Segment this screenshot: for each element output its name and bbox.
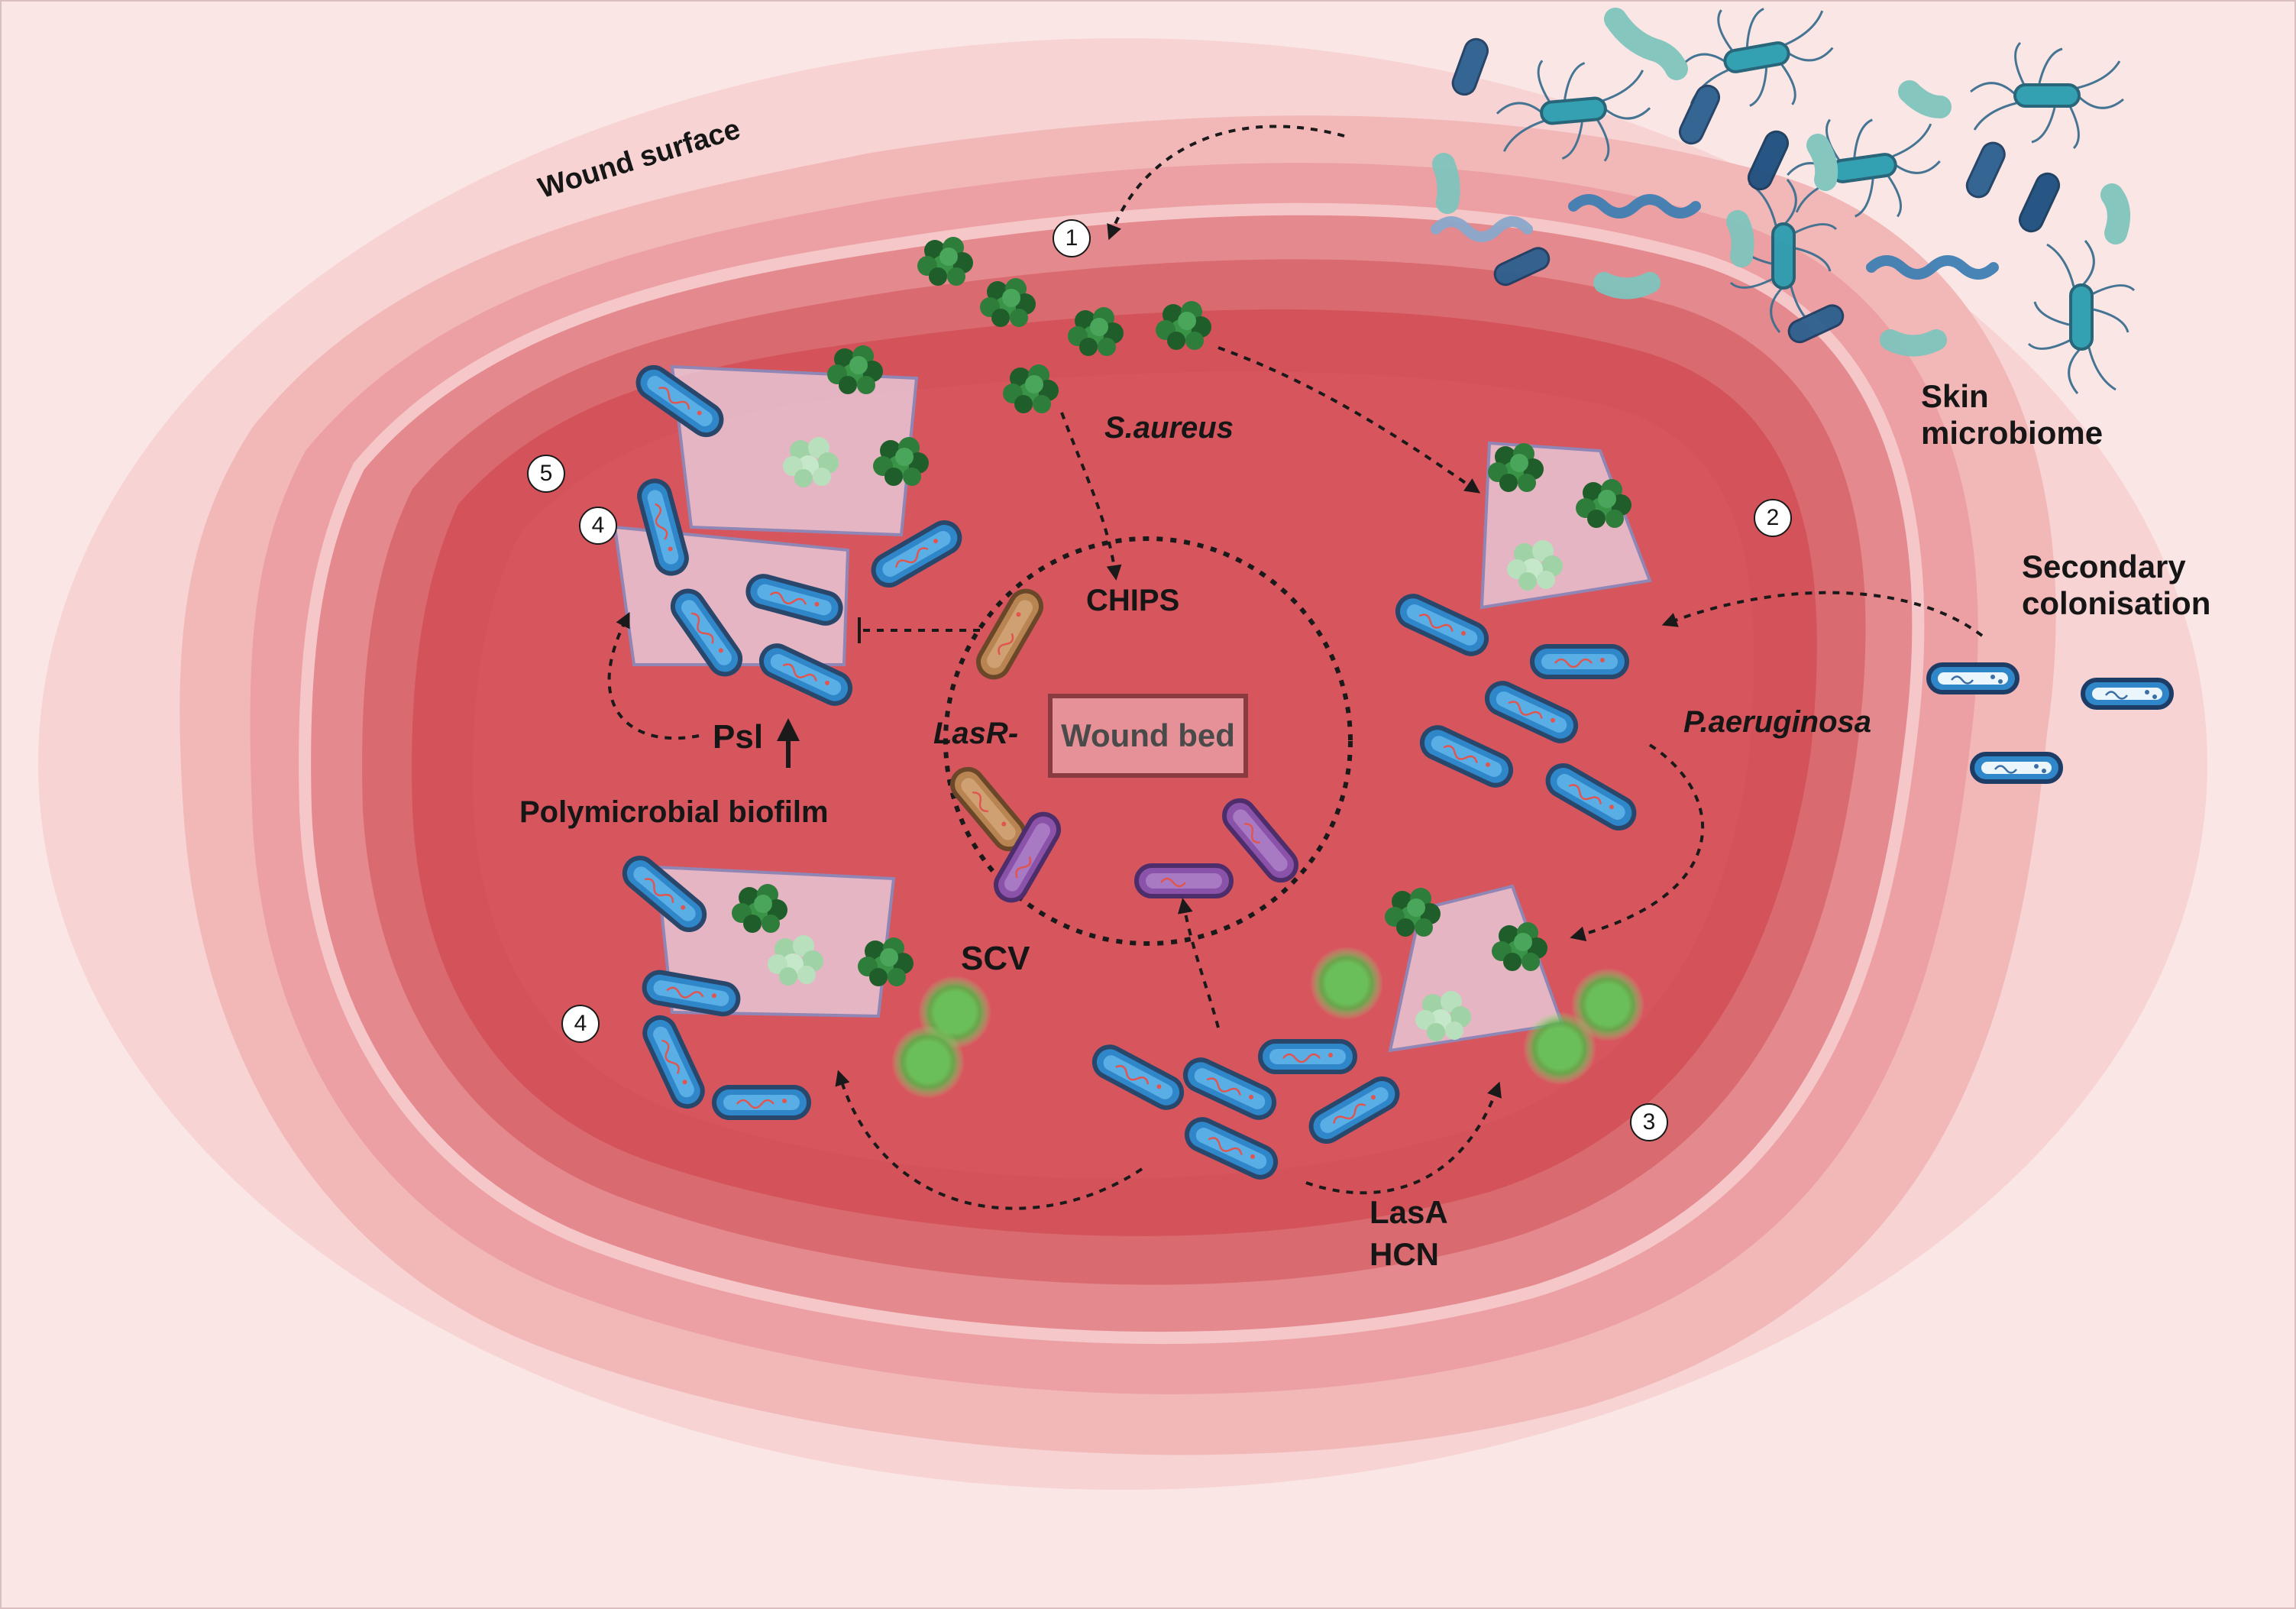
curved-bacterium xyxy=(1898,80,1952,118)
arrow-pa-to-biofilm xyxy=(1570,743,1704,942)
spiral-bacterium xyxy=(1866,255,1999,280)
spiral-bacterium xyxy=(1431,216,1533,242)
label-scv: SCV xyxy=(961,940,1030,977)
curved-bacterium xyxy=(1604,8,1688,80)
rod-bacterium xyxy=(1787,304,1845,344)
label-hcn: HCN xyxy=(1370,1236,1439,1272)
label-secondary-colonisation: Secondary colonisation xyxy=(2022,549,2211,622)
secondary-colonising-rod xyxy=(1972,754,2061,782)
scv-cell xyxy=(891,1025,965,1099)
curved-bacterium xyxy=(2100,183,2130,244)
variant-rod xyxy=(1137,866,1231,896)
rod-bacterium xyxy=(1747,130,1790,191)
step-badge: 5 xyxy=(527,455,565,493)
scv-cell xyxy=(1523,1012,1596,1085)
arrow-psl xyxy=(607,612,700,740)
spiral-bacterium xyxy=(1568,194,1701,219)
label-polymicrobial-biofilm: Polymicrobial biofilm xyxy=(519,795,829,829)
skin-microbiome-cluster xyxy=(1431,0,2136,395)
arrow-to-wound-bed xyxy=(1177,898,1220,1028)
biofilm-matrix xyxy=(655,865,896,1018)
scv-cell xyxy=(1310,947,1383,1020)
curved-bacterium xyxy=(1726,210,1754,267)
p-aeruginosa-rod xyxy=(714,1087,809,1118)
secondary-colonising-rod xyxy=(2083,680,2171,707)
rod-bacterium xyxy=(1493,247,1551,287)
label-wound-bed: Wound bed xyxy=(1048,694,1248,778)
curved-bacterium xyxy=(1432,153,1460,214)
curved-bacterium xyxy=(1593,272,1661,299)
step-badge: 4 xyxy=(579,507,617,545)
step-badge: 3 xyxy=(1630,1103,1668,1141)
curved-bacterium xyxy=(1806,134,1838,191)
curved-bacterium xyxy=(1880,329,1947,357)
p-aeruginosa-rod xyxy=(1532,646,1627,677)
arrow-s-aureus-to-chips xyxy=(1060,412,1122,581)
rod-bacterium xyxy=(1451,37,1489,96)
label-lasa: LasA xyxy=(1370,1194,1448,1230)
arrow-to-polymicrobial xyxy=(835,1070,1143,1210)
arrow-lasa-hcn xyxy=(1305,1081,1502,1195)
step-badge: 2 xyxy=(1754,499,1792,537)
label-skin-microbiome: Skin microbiome xyxy=(1921,378,2104,452)
rod-bacterium xyxy=(2018,172,2061,233)
label-psl: Psl xyxy=(713,718,764,756)
label-s-aureus: S.aureus xyxy=(1104,411,1234,445)
p-aeruginosa-rod xyxy=(1260,1041,1355,1072)
scv-cell xyxy=(1571,968,1644,1041)
rod-bacterium xyxy=(1678,84,1721,145)
rod-bacterium xyxy=(1965,141,2006,199)
label-chips: CHIPS xyxy=(1086,584,1180,617)
secondary-colonising-rod xyxy=(1929,665,2017,692)
label-p-aeruginosa: P.aeruginosa xyxy=(1683,705,1872,739)
label-lasr: LasR- xyxy=(933,717,1019,750)
wound-bed-boundary xyxy=(943,536,1353,946)
step-badge: 1 xyxy=(1053,219,1091,257)
step-badge: 4 xyxy=(561,1005,600,1043)
arrow-initial-colonisation xyxy=(1107,125,1345,241)
arrow-secondary-colonisation xyxy=(1661,591,1984,637)
